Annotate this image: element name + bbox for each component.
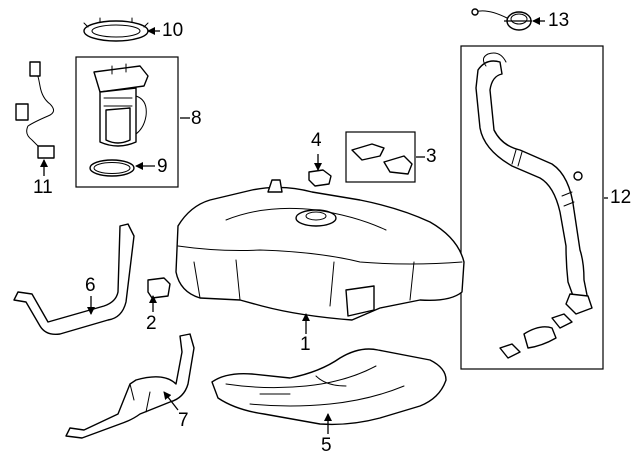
- fuel-pump-module-part: [75, 56, 179, 188]
- callout-11: 11: [33, 177, 53, 198]
- lock-ring-part: [83, 17, 149, 42]
- tank-strap-insulators-part: [345, 131, 416, 183]
- callout-9: 9: [157, 156, 168, 177]
- callout-8: 8: [191, 108, 202, 129]
- callout-2: 2: [146, 313, 157, 334]
- pad-part: [308, 169, 332, 187]
- tank-strap-lower-part: [65, 333, 195, 439]
- leader-lines: [40, 17, 608, 434]
- fuel-cap-part: [471, 8, 532, 31]
- callout-7: 7: [178, 410, 189, 431]
- insulator-pad-part: [147, 277, 171, 299]
- wiring-harness-part: [15, 61, 55, 159]
- heat-shield-part: [211, 348, 447, 426]
- callout-5: 5: [321, 435, 332, 456]
- callout-3: 3: [426, 146, 437, 167]
- callout-1: 1: [300, 334, 311, 355]
- tank-strap-part: [13, 223, 135, 336]
- o-ring-part: [89, 159, 135, 177]
- filler-pipe-part: [460, 45, 604, 370]
- callout-4: 4: [311, 130, 322, 151]
- callout-13: 13: [548, 10, 570, 31]
- callout-6: 6: [85, 275, 96, 296]
- callout-10: 10: [162, 20, 184, 41]
- fuel-tank-part: [175, 179, 465, 321]
- callout-12: 12: [610, 187, 632, 208]
